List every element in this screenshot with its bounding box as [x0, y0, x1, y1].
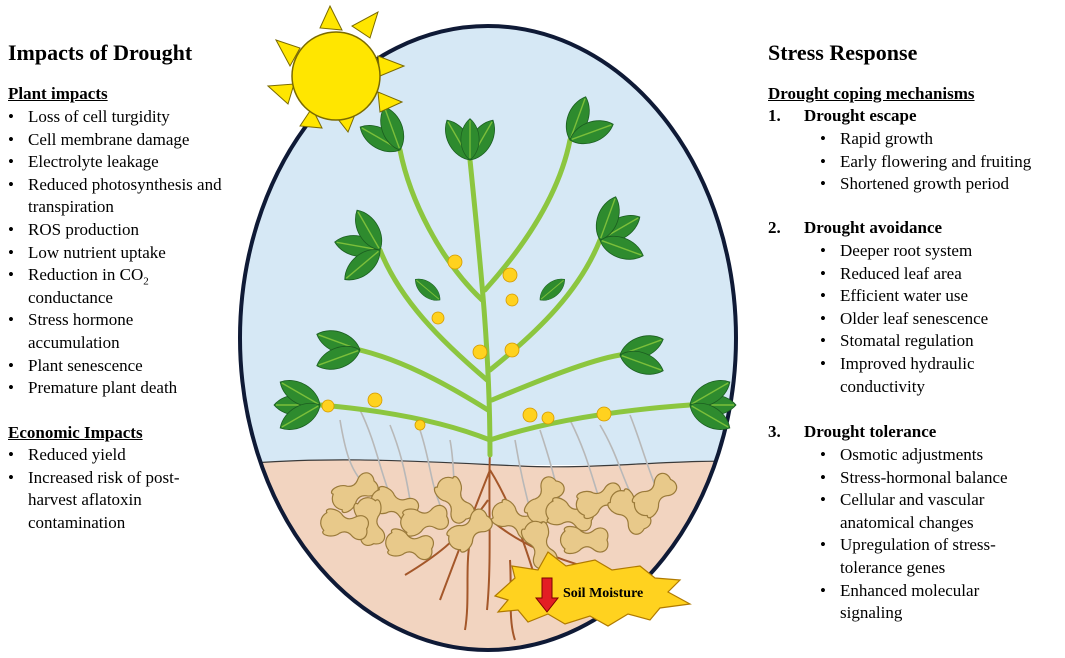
list-item: Stomatal regulation: [814, 330, 1064, 353]
list-item: Reduction in CO2 conductance: [2, 264, 198, 309]
group-drought-escape: 1.Drought escape: [768, 106, 917, 125]
drought-tolerance-list: Osmotic adjustments Stress-hormonal bala…: [814, 444, 1064, 625]
plant-impacts-list: Loss of cell turgidity Cell membrane dam…: [2, 106, 248, 400]
soil-moisture-label: Soil Moisture: [563, 586, 643, 601]
list-item: Older leaf senescence: [814, 308, 1064, 331]
group-drought-tolerance: 3.Drought tolerance: [768, 422, 937, 441]
soil-moisture-burst: Soil Moisture: [493, 551, 692, 627]
economic-impacts-list: Reduced yield Increased risk of post-har…: [2, 444, 248, 534]
list-item: Low nutrient uptake: [2, 242, 248, 265]
list-item: Loss of cell turgidity: [2, 106, 248, 129]
economic-impacts-heading: Economic Impacts: [8, 423, 143, 442]
list-item: Stress-hormonal balance: [814, 467, 1064, 490]
list-item: Cell membrane damage: [2, 129, 248, 152]
down-arrow-icon: [534, 577, 560, 613]
list-item: Premature plant death: [2, 377, 248, 400]
drought-escape-list: Rapid growth Early flowering and fruitin…: [814, 128, 1064, 196]
flowers: [321, 254, 612, 431]
sun-icon: [266, 4, 406, 133]
list-item: Early flowering and fruiting: [814, 151, 1064, 174]
list-item: Efficient water use: [814, 285, 1064, 308]
list-item: Shortened growth period: [814, 173, 1064, 196]
list-item: Improved hydraulic conductivity: [814, 353, 1010, 398]
plant-impacts-heading: Plant impacts: [8, 84, 108, 103]
list-item: Electrolyte leakage: [2, 151, 248, 174]
list-item: Reduced yield: [2, 444, 248, 467]
list-item: Plant senescence: [2, 355, 248, 378]
list-item: Cellular and vascular anatomical changes: [814, 489, 1030, 534]
list-item: Stress hormone accumulation: [2, 309, 198, 354]
list-item: Deeper root system: [814, 240, 1064, 263]
peanut-plant: [273, 92, 737, 458]
list-item: Rapid growth: [814, 128, 1064, 151]
impacts-title: Impacts of Drought: [8, 40, 193, 65]
coping-mechanisms-heading: Drought coping mechanisms: [768, 84, 975, 103]
oval-border: [238, 24, 738, 652]
list-item: Increased risk of post-harvest aflatoxin…: [2, 467, 228, 535]
list-item: Enhanced molecular signaling: [814, 580, 1010, 625]
list-item: Upregulation of stress-tolerance genes: [814, 534, 1030, 579]
group-drought-avoidance: 2.Drought avoidance: [768, 218, 943, 237]
list-item: Osmotic adjustments: [814, 444, 1064, 467]
list-item: Reduced photosynthesis and transpiration: [2, 174, 228, 219]
stress-response-title: Stress Response: [768, 40, 918, 65]
list-item: Reduced leaf area: [814, 263, 1064, 286]
drought-avoidance-list: Deeper root system Reduced leaf area Eff…: [814, 240, 1064, 398]
list-item: ROS production: [2, 219, 248, 242]
